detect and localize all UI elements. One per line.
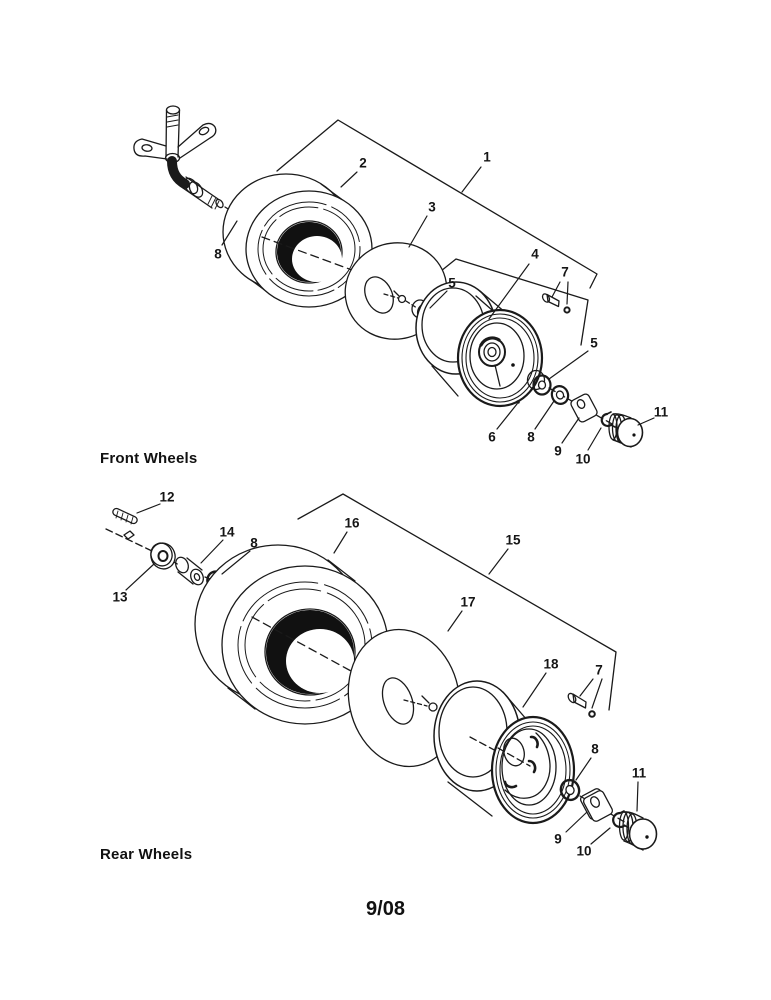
callout-label-13: 13	[112, 590, 128, 605]
callout-leader-9	[565, 811, 588, 833]
callout-leader-10	[590, 827, 611, 845]
callout-leader-3	[408, 215, 428, 248]
rear-spacer-14	[175, 556, 204, 586]
callout-label-5: 5	[590, 336, 598, 351]
callout-label-9: 9	[554, 832, 562, 847]
front-wheels-section-label: Front Wheels	[100, 450, 198, 467]
front-spindle	[133, 105, 224, 210]
rear-cap-11	[618, 811, 658, 851]
rear-callouts: 12 13 14 8 16 15 17 18 7 8 9 10 11	[112, 490, 646, 859]
callout-leader-7	[551, 281, 561, 298]
callout-leader-7	[579, 678, 594, 697]
valve-stem	[397, 294, 407, 304]
callout-leader-9	[561, 417, 580, 444]
callout-label-8: 8	[250, 536, 258, 551]
callout-leader-1	[461, 166, 482, 193]
callout-leader-15	[488, 548, 509, 575]
callout-label-1: 1	[483, 150, 491, 165]
callout-leader-4	[488, 263, 530, 320]
callout-label-8: 8	[214, 247, 222, 262]
callout-label-10: 10	[575, 452, 590, 467]
callout-leader-8	[575, 757, 592, 781]
valve-stem	[428, 702, 438, 712]
callout-leader-11	[637, 417, 655, 426]
rear-assembly-bracket	[297, 493, 617, 711]
rear-rim	[433, 680, 576, 825]
callout-label-2: 2	[359, 156, 367, 171]
callout-leader-2	[340, 171, 358, 188]
front-callouts: 1 2 3 4 5 5 6 7 8 8 9 10 11	[214, 150, 668, 467]
callout-leader-5	[429, 290, 448, 309]
callout-label-6: 6	[488, 430, 496, 445]
rear-wheel-assembly: 12 13 14 8 16 15 17 18 7 8 9 10 11	[105, 490, 658, 859]
callout-label-18: 18	[543, 657, 559, 672]
callout-leader-7	[591, 678, 603, 709]
front-bearing-right	[526, 369, 552, 396]
callout-label-14: 14	[219, 525, 235, 540]
page-date-code: 9/08	[366, 898, 405, 920]
callout-label-9: 9	[554, 444, 562, 459]
front-washer-8-right	[550, 385, 570, 405]
callout-leader-10	[587, 427, 602, 451]
callout-leader-13	[125, 563, 155, 591]
rear-tire	[194, 544, 389, 725]
rear-washer-13	[150, 542, 176, 570]
front-assembly-bracket	[276, 119, 598, 289]
callout-dot-6	[516, 400, 520, 404]
callout-label-16: 16	[344, 516, 360, 531]
rear-wheels-section-label: Rear Wheels	[100, 846, 193, 863]
front-plate-9	[570, 393, 598, 423]
callout-label-11: 11	[654, 405, 669, 420]
front-tire	[222, 173, 373, 308]
callout-leader-7	[566, 281, 569, 305]
callout-leader-8	[534, 400, 555, 430]
callout-label-10: 10	[576, 844, 591, 859]
callout-leader-16	[333, 531, 348, 554]
front-bolt-7	[541, 293, 571, 314]
callout-label-8: 8	[591, 742, 599, 757]
callout-label-17: 17	[460, 595, 475, 610]
rear-plate-9	[579, 788, 614, 822]
front-rim	[415, 281, 544, 408]
callout-label-15: 15	[505, 533, 521, 548]
callout-label-4: 4	[531, 247, 539, 262]
callout-label-11: 11	[632, 766, 647, 781]
callout-label-3: 3	[428, 200, 436, 215]
callout-leader-8	[221, 220, 238, 246]
callout-label-8: 8	[527, 430, 535, 445]
callout-label-7: 7	[595, 663, 603, 678]
callout-leader-17	[447, 610, 463, 632]
front-wheel-assembly: 1 2 3 4 5 5 6 7 8 8 9 10 11	[133, 105, 669, 467]
front-cap-11	[608, 413, 644, 448]
rear-pin-12	[112, 507, 138, 525]
callout-label-5: 5	[448, 276, 456, 291]
callout-leader-6	[496, 403, 518, 430]
callout-leader-14	[200, 539, 224, 564]
callout-leader-8	[221, 550, 251, 575]
callout-label-7: 7	[561, 265, 569, 280]
rear-washer-8-right	[559, 778, 581, 802]
rear-bolt-7	[567, 692, 596, 718]
callout-label-12: 12	[159, 490, 174, 505]
callout-leader-5	[548, 350, 589, 380]
callout-leader-12	[136, 503, 161, 514]
callout-leader-11	[636, 781, 639, 812]
callout-leader-18	[522, 672, 547, 708]
